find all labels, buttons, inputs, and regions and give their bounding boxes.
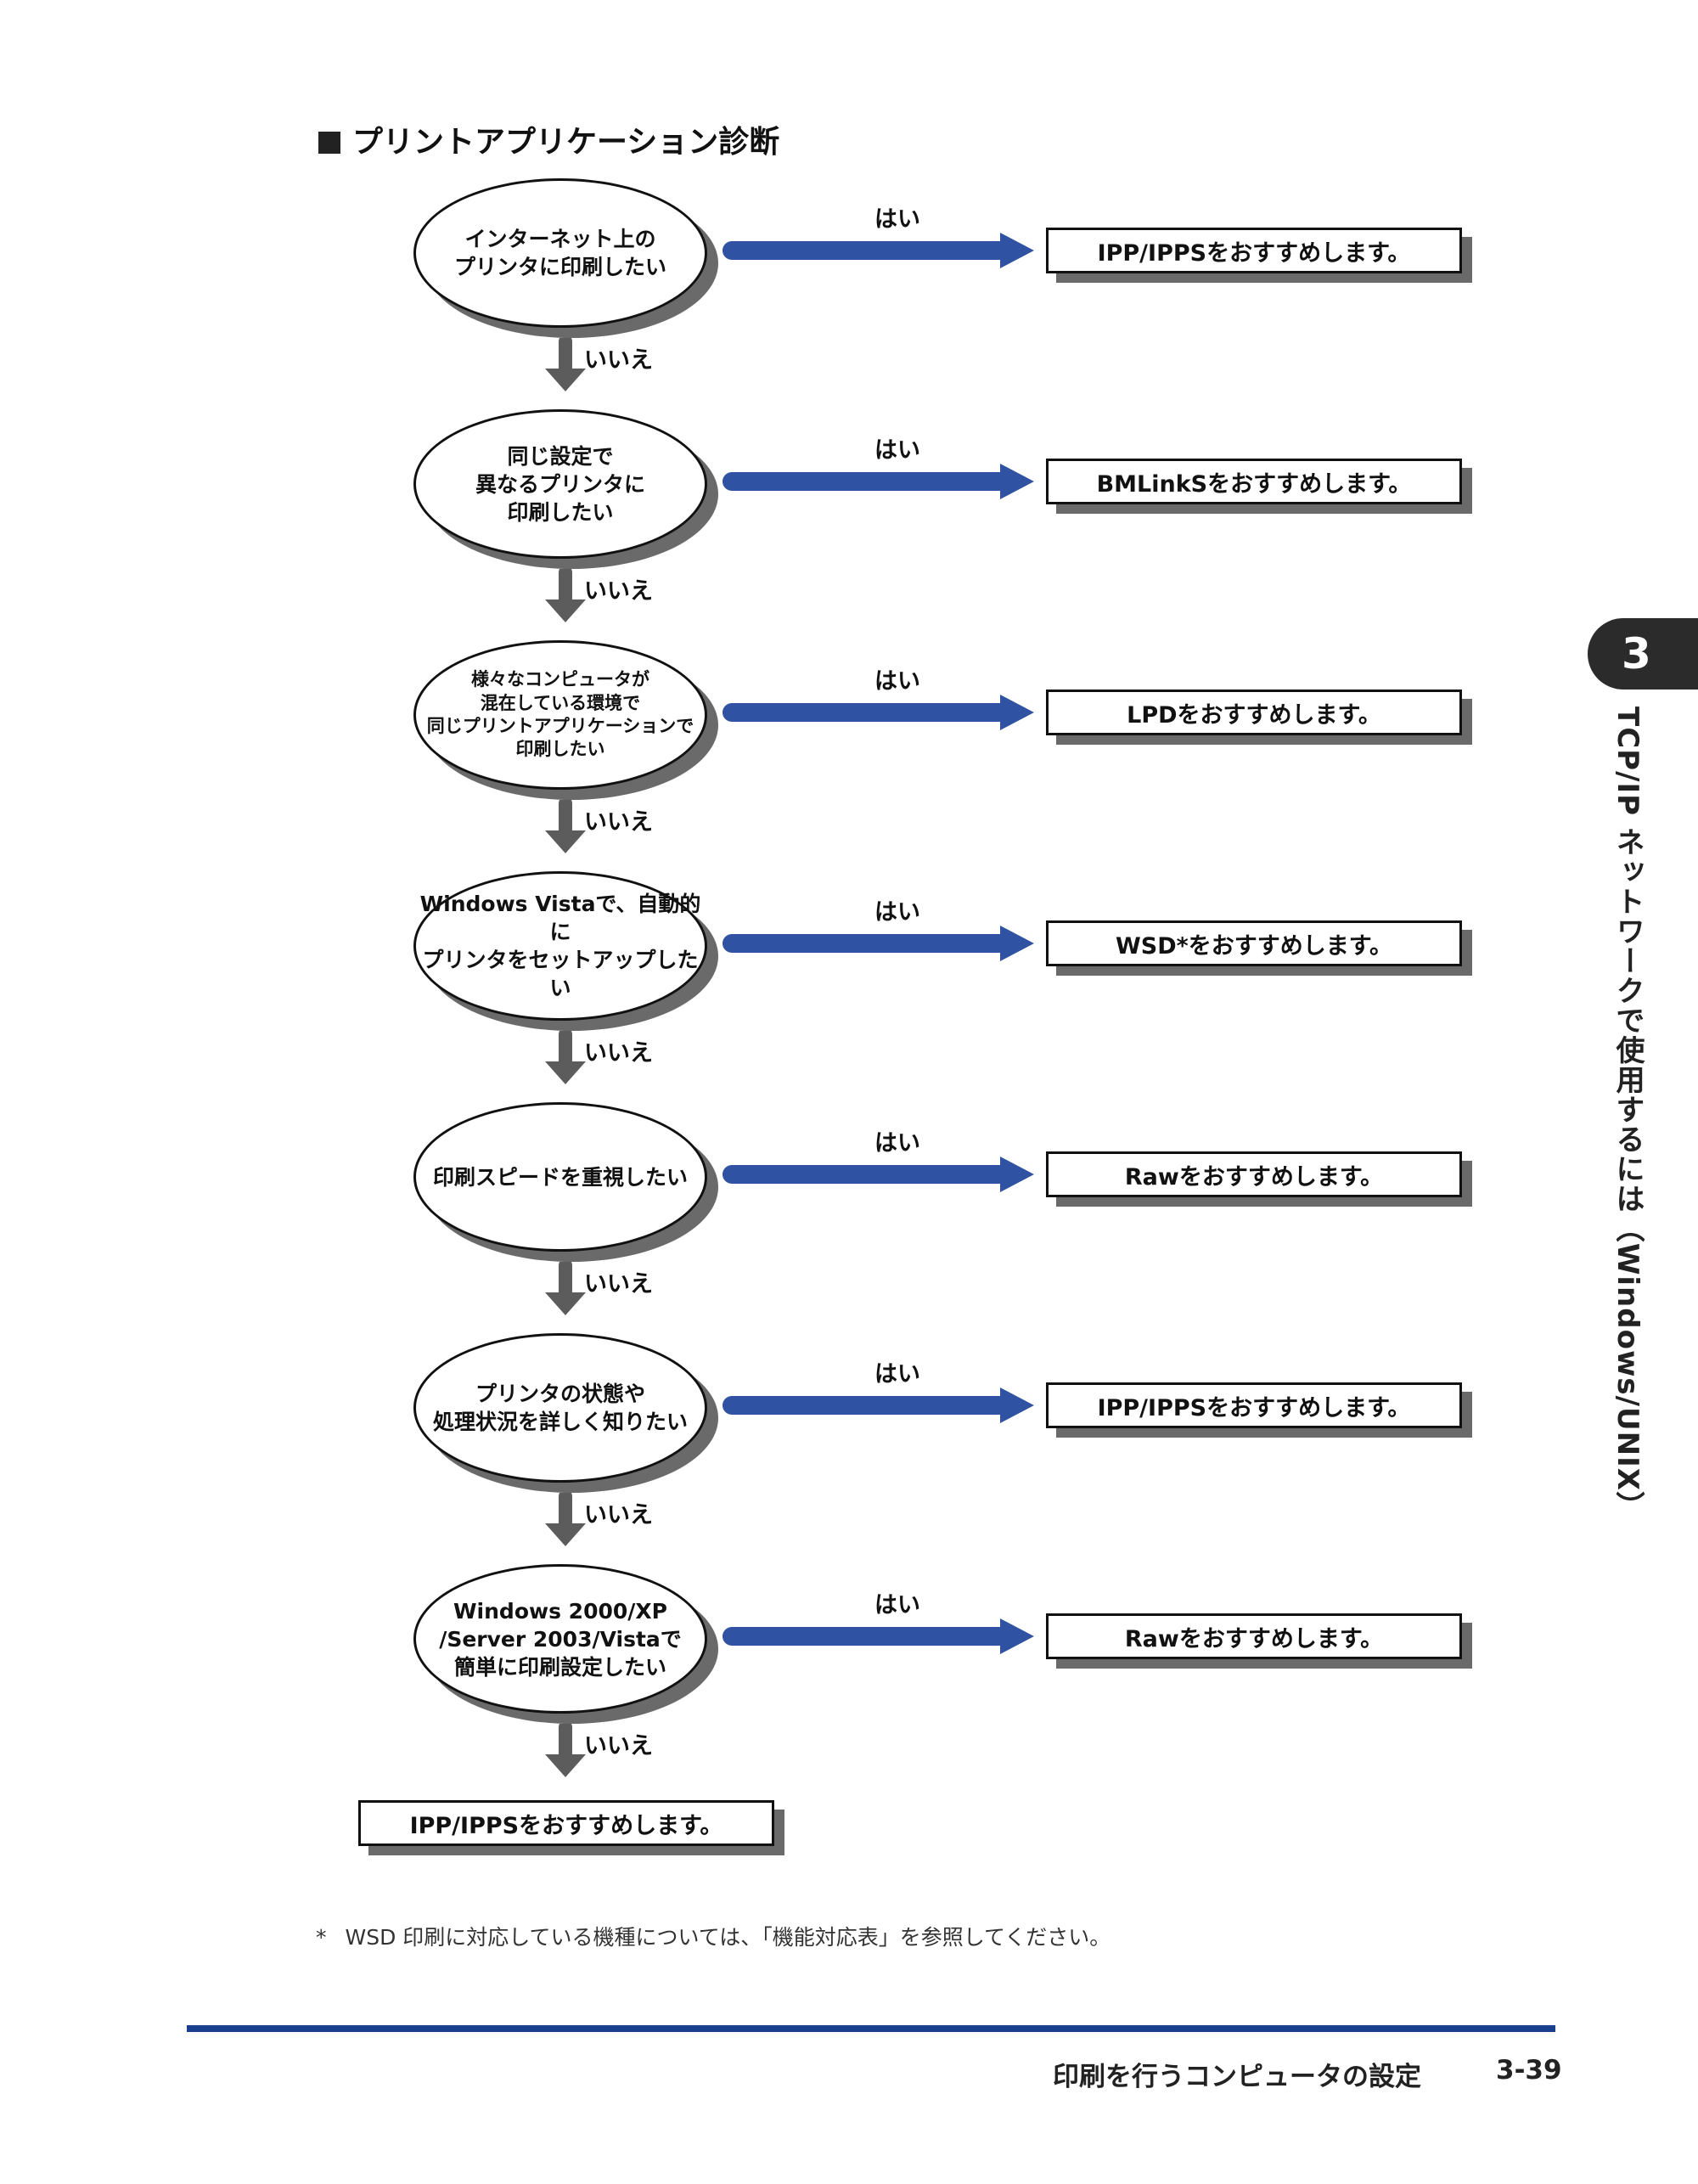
result-box: IPP/IPPSをおすすめします。: [1046, 228, 1462, 273]
question-text: 同じ設定で 異なるプリンタに 印刷したい: [475, 443, 645, 525]
yes-arrow-icon: [722, 233, 1034, 268]
no-label: いいえ: [584, 809, 653, 836]
no-arrow-icon: [545, 1493, 586, 1546]
no-label: いいえ: [584, 578, 653, 605]
yes-arrow-icon: [722, 695, 1034, 730]
yes-arrow-icon: [722, 1618, 1034, 1654]
yes-label: はい: [874, 1130, 920, 1157]
question-text: プリンタの状態や 処理状況を詳しく知りたい: [432, 1382, 688, 1434]
yes-arrow-icon: [722, 926, 1034, 961]
question-ellipse: Windows 2000/XP /Server 2003/Vistaで 簡単に印…: [413, 1564, 707, 1714]
chapter-number: 3: [1622, 629, 1651, 678]
section-title-text: プリントアプリケーション診断: [352, 125, 780, 160]
question-text: Windows Vistaで、自動的に プリンタをセットアップしたい: [419, 892, 701, 1000]
no-label: いいえ: [584, 1040, 653, 1067]
footnote: * WSD 印刷に対応している機種については、「機能対応表」を参照してください。: [316, 1921, 1110, 1951]
footer-rule: [187, 2025, 1555, 2032]
yes-label: はい: [874, 668, 920, 695]
chapter-tab: 3: [1588, 618, 1698, 690]
question-ellipse: 同じ設定で 異なるプリンタに 印刷したい: [413, 409, 707, 559]
no-arrow-icon: [545, 800, 586, 853]
final-result-box: IPP/IPPSをおすすめします。: [358, 1800, 774, 1846]
page-number: 3-39: [1496, 2055, 1562, 2085]
result-box: IPP/IPPSをおすすめします。: [1046, 1382, 1462, 1428]
question-ellipse: 印刷スピードを重視したい: [413, 1102, 707, 1252]
yes-label: はい: [874, 437, 920, 464]
yes-arrow-icon: [722, 1157, 1034, 1192]
result-box: WSD*をおすすめします。: [1046, 920, 1462, 966]
no-label: いいえ: [584, 1733, 653, 1759]
question-ellipse: プリンタの状態や 処理状況を詳しく知りたい: [413, 1333, 707, 1483]
square-bullet-icon: [318, 132, 340, 154]
result-box: BMLinkSをおすすめします。: [1046, 459, 1462, 504]
question-text: 様々なコンピュータが 混在している環境で 同じプリントアプリケーションで 印刷し…: [426, 669, 694, 760]
no-arrow-icon: [545, 1031, 586, 1084]
chapter-title: TCP/IP ネットワークで使用するには（Windows/UNIX）: [1611, 706, 1645, 1521]
question-ellipse: インターネット上の プリンタに印刷したい: [413, 178, 707, 328]
no-label: いいえ: [584, 1271, 653, 1297]
yes-label: はい: [874, 1592, 920, 1618]
question-text: Windows 2000/XP /Server 2003/Vistaで 簡単に印…: [439, 1598, 682, 1680]
result-box: Rawをおすすめします。: [1046, 1613, 1462, 1659]
yes-arrow-icon: [722, 464, 1034, 499]
yes-arrow-icon: [722, 1388, 1034, 1423]
footer-title: 印刷を行うコンピュータの設定: [1053, 2062, 1421, 2092]
result-box: LPDをおすすめします。: [1046, 690, 1462, 735]
no-arrow-icon: [545, 338, 586, 391]
no-arrow-icon: [545, 1262, 586, 1315]
question-ellipse: Windows Vistaで、自動的に プリンタをセットアップしたい: [413, 871, 707, 1021]
result-box: Rawをおすすめします。: [1046, 1151, 1462, 1197]
question-ellipse: 様々なコンピュータが 混在している環境で 同じプリントアプリケーションで 印刷し…: [413, 640, 707, 790]
question-text: 印刷スピードを重視したい: [432, 1164, 688, 1190]
yes-label: はい: [874, 206, 920, 233]
question-text: インターネット上の プリンタに印刷したい: [453, 227, 666, 279]
footnote-mark: *: [316, 1925, 327, 1950]
no-label: いいえ: [584, 347, 653, 374]
section-title: プリントアプリケーション診断: [318, 117, 779, 161]
yes-label: はい: [874, 1361, 920, 1388]
no-label: いいえ: [584, 1502, 653, 1528]
no-arrow-icon: [545, 569, 586, 622]
no-arrow-icon: [545, 1724, 586, 1777]
yes-label: はい: [874, 899, 920, 926]
footnote-text: WSD 印刷に対応している機種については、「機能対応表」を参照してください。: [345, 1925, 1111, 1950]
